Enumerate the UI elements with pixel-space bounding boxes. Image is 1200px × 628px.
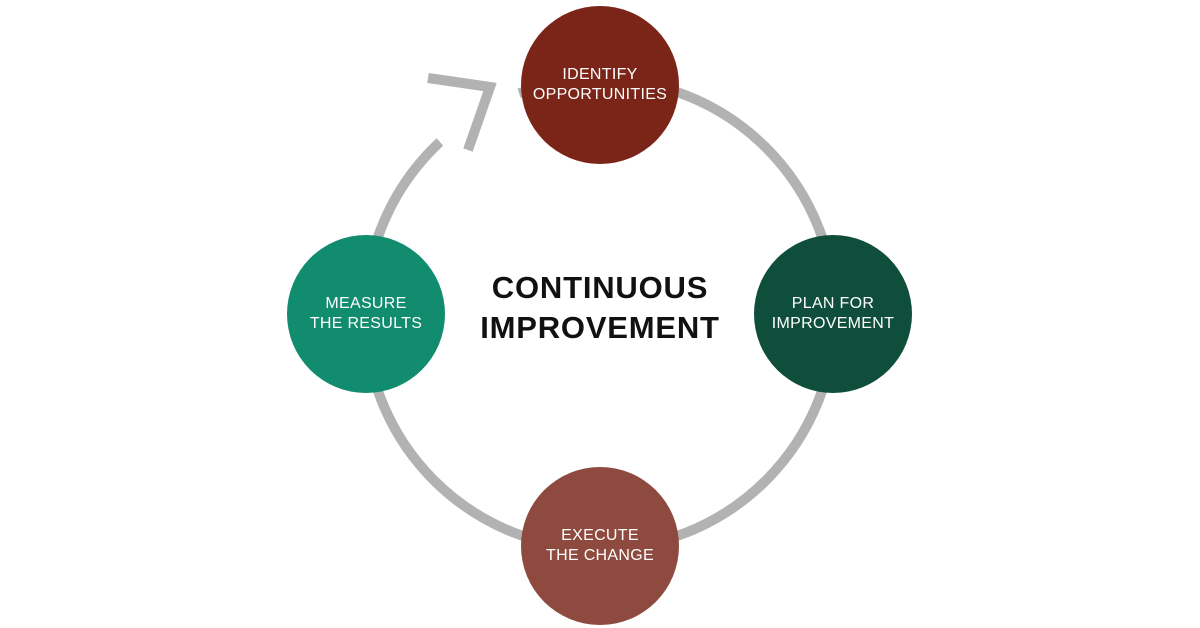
cycle-arrowhead-icon xyxy=(427,73,497,152)
step-label-execute-the-change: EXECUTE THE CHANGE xyxy=(546,527,654,564)
step-plan-for-improvement: PLAN FOR IMPROVEMENT xyxy=(754,235,912,393)
step-label-identify-opportunities: IDENTIFY OPPORTUNITIES xyxy=(532,66,668,103)
diagram-title: CONTINUOUS IMPROVEMENT xyxy=(480,270,720,345)
step-measure-the-results: MEASURE THE RESULTS xyxy=(287,235,445,393)
step-label-measure-the-results: MEASURE THE RESULTS xyxy=(309,295,423,332)
step-label-plan-for-improvement: PLAN FOR IMPROVEMENT xyxy=(771,295,895,332)
step-identify-opportunities: IDENTIFY OPPORTUNITIES xyxy=(521,6,679,164)
step-execute-the-change: EXECUTE THE CHANGE xyxy=(521,467,679,625)
